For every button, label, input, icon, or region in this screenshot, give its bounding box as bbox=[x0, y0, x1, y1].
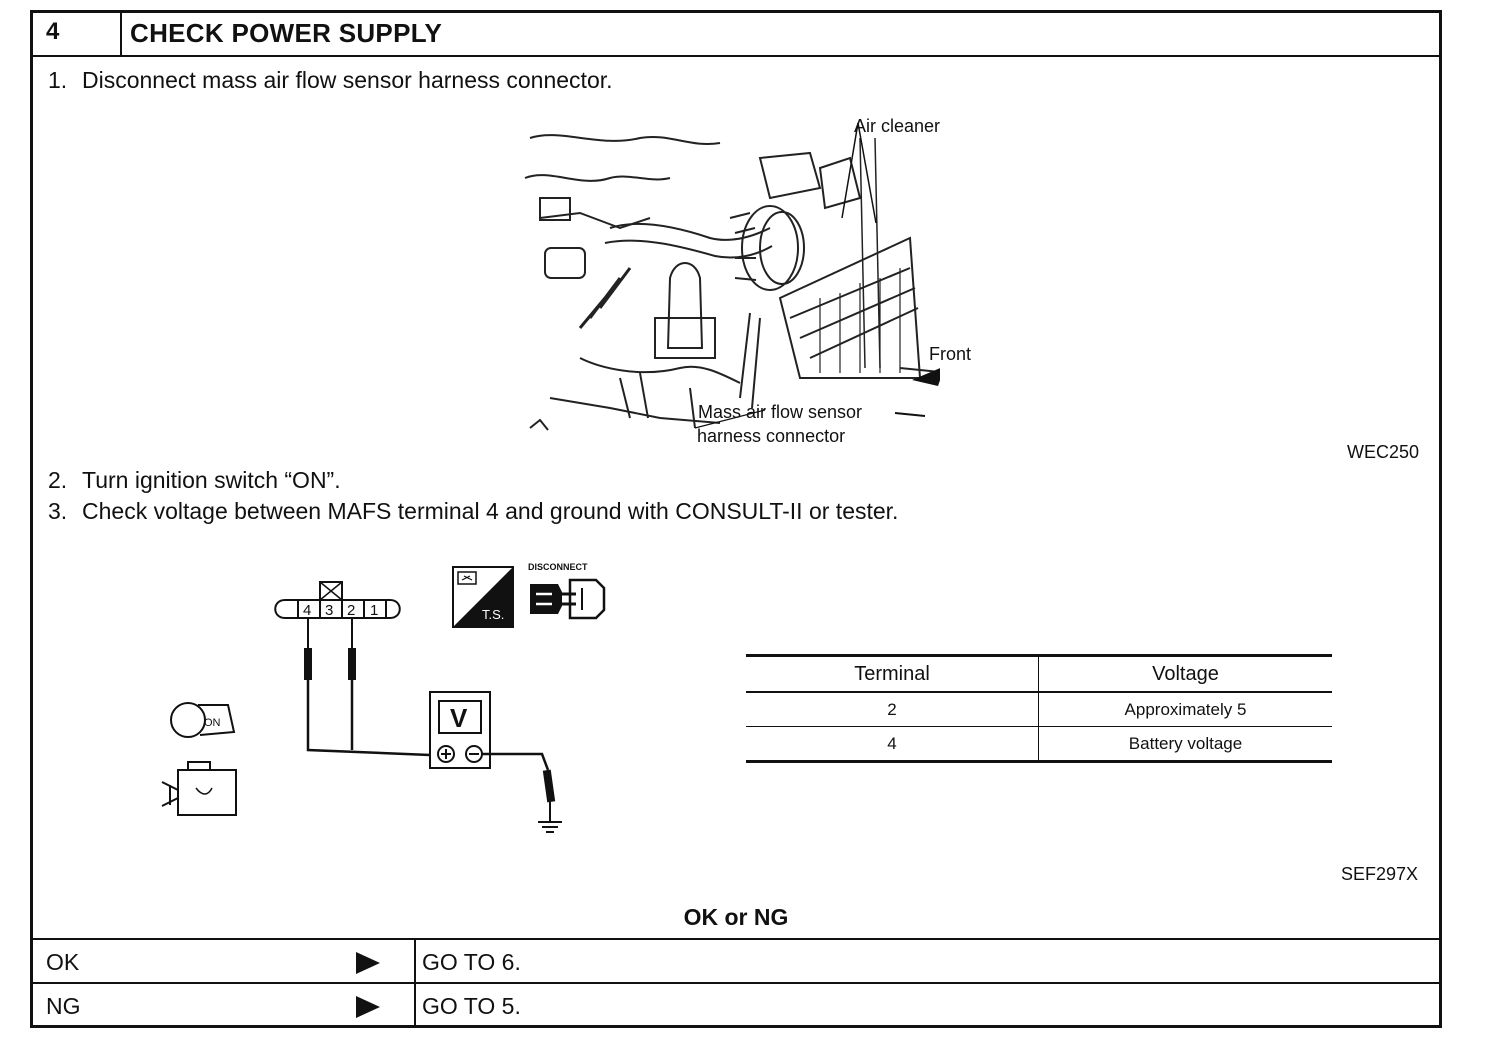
ts-label: T.S. bbox=[482, 607, 504, 622]
ground-icon bbox=[538, 821, 562, 833]
cell-terminal: 2 bbox=[746, 692, 1039, 727]
terminal-2-label: 2 bbox=[347, 602, 355, 619]
ng-label: NG bbox=[46, 993, 81, 1019]
procedure-frame bbox=[30, 10, 1442, 1028]
result-divider-middle bbox=[30, 982, 1442, 984]
label-front: Front bbox=[929, 344, 972, 364]
engine-bay-illustration bbox=[524, 122, 940, 431]
terminal-1-label: 1 bbox=[370, 602, 378, 619]
terminal-3-label: 3 bbox=[325, 602, 333, 619]
label-air-cleaner: Air cleaner bbox=[854, 116, 941, 136]
ignition-on-icon: ON bbox=[170, 702, 236, 738]
engine-icon bbox=[161, 761, 237, 816]
result-divider-top bbox=[30, 938, 1442, 940]
step-3-number: 3. bbox=[48, 498, 68, 524]
table-header-row: Terminal Voltage bbox=[746, 654, 1332, 693]
cell-voltage: Approximately 5 bbox=[1038, 692, 1332, 727]
terminal-4-label: 4 bbox=[303, 602, 311, 619]
connector-lock-tab bbox=[319, 581, 343, 601]
voltage-spec-table: Terminal Voltage 2 Approximately 5 4 Bat… bbox=[746, 654, 1332, 763]
probe-terminal-2 bbox=[348, 648, 356, 680]
step-2-number: 2. bbox=[48, 467, 68, 493]
ok-action: GO TO 6. bbox=[422, 949, 521, 975]
cell-terminal: 4 bbox=[746, 726, 1039, 763]
result-column-divider bbox=[414, 938, 416, 1028]
step-3-text: Check voltage between MAFS terminal 4 an… bbox=[82, 498, 899, 524]
step-1-text: Disconnect mass air flow sensor harness … bbox=[82, 67, 613, 93]
table-row: 2 Approximately 5 bbox=[746, 692, 1332, 727]
figure-code-sef297x: SEF297X bbox=[1341, 864, 1419, 884]
step-2-text: Turn ignition switch “ON”. bbox=[82, 467, 341, 493]
figure-code-wec250: WEC250 bbox=[1347, 442, 1420, 462]
step-1-number: 1. bbox=[48, 67, 68, 93]
label-mafs-connector-line2: harness connector bbox=[697, 426, 846, 446]
positive-jack-icon bbox=[437, 745, 455, 763]
result-title: OK or NG bbox=[683, 904, 789, 930]
step-number: 4 bbox=[46, 18, 60, 45]
ok-arrow-icon bbox=[356, 952, 380, 974]
label-mafs-connector-line1: Mass air flow sensor bbox=[698, 402, 863, 422]
probe-terminal-4 bbox=[304, 648, 312, 680]
voltmeter-symbol: V bbox=[450, 703, 468, 733]
header-divider bbox=[30, 55, 1442, 57]
terminal-1-cell bbox=[363, 599, 387, 619]
cell-voltage: Battery voltage bbox=[1038, 726, 1332, 763]
ground-probe bbox=[542, 769, 556, 803]
disconnect-label: DISCONNECT bbox=[528, 562, 588, 572]
table-row: 4 Battery voltage bbox=[746, 726, 1332, 763]
ok-label: OK bbox=[46, 949, 80, 975]
header-cell-divider bbox=[120, 10, 122, 56]
header-terminal: Terminal bbox=[746, 654, 1039, 693]
header-voltage: Voltage bbox=[1038, 654, 1332, 693]
ng-arrow-icon bbox=[356, 996, 380, 1018]
ng-action: GO TO 5. bbox=[422, 993, 521, 1019]
ignition-on-label: ON bbox=[204, 717, 221, 729]
voltage-check-diagram: 4 3 2 1 V ON bbox=[161, 581, 562, 833]
step-title: CHECK POWER SUPPLY bbox=[130, 18, 443, 48]
tester-ts-icon: T.S. bbox=[452, 566, 514, 628]
disconnect-icon bbox=[530, 578, 606, 620]
